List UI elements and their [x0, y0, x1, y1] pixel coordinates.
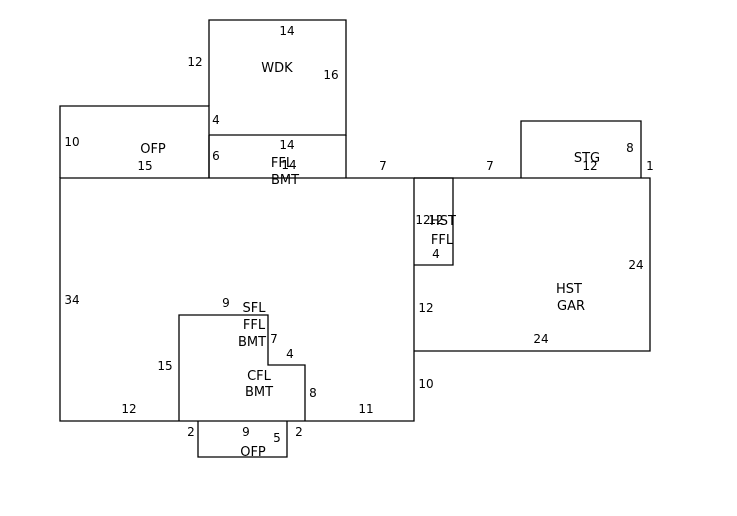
dim-main-right-upper: 12	[418, 301, 433, 315]
dim-wdk-left: 12	[187, 55, 202, 69]
ffl-bmt-top-outline	[208, 135, 347, 178]
dim-ffl-top: 14	[279, 138, 294, 152]
dim-gar-right: 24	[628, 258, 643, 272]
wdk-label: WDK	[261, 61, 293, 76]
dim-bottom-left: 12	[121, 402, 136, 416]
dim-ofp-width: 15	[137, 159, 152, 173]
hst-ffl-outline	[414, 177, 454, 266]
dim-ofp-left: 10	[64, 135, 79, 149]
dim-ofp-b-depth: 5	[273, 431, 281, 445]
dim-hst-ffl-left: 12	[415, 213, 430, 227]
garage-outline	[414, 177, 651, 352]
open-porch-top-outline	[59, 105, 210, 178]
open-porch-bottom-outline	[197, 421, 288, 458]
walls	[59, 19, 651, 458]
ffl-top-label: FFL	[271, 156, 294, 171]
dim-sfl-inner: 7	[270, 332, 278, 346]
dim-stg-right: 8	[626, 141, 634, 155]
dim-ofp-b-right: 2	[295, 425, 303, 439]
dim-stg-width: 12	[582, 159, 597, 173]
hst-gar-gar-label: GAR	[557, 299, 585, 314]
dim-wdk-step: 4	[212, 113, 220, 127]
bmt-cfl-label: BMT	[245, 385, 273, 400]
dim-wdk-top: 14	[279, 24, 294, 38]
wood-deck-outline	[208, 19, 347, 136]
dim-top-span-2: 7	[486, 159, 494, 173]
dim-wdk-right: 16	[323, 68, 338, 82]
sfl-outline	[178, 314, 306, 421]
dim-sfl-left: 15	[157, 359, 172, 373]
hst-ffl-ffl-label: FFL	[431, 233, 454, 248]
dim-ofp-b-width: 9	[242, 425, 250, 439]
hst-ffl-hst-label: HST	[430, 214, 456, 229]
dim-cfl-right: 8	[309, 386, 317, 400]
dim-ffl-left: 6	[212, 149, 220, 163]
dim-top-span-1: 7	[379, 159, 387, 173]
dim-hst-ffl-bottom: 4	[432, 247, 440, 261]
dim-main-right-lower: 10	[418, 377, 433, 391]
dim-gar-step: 1	[646, 159, 654, 173]
ofp-bottom-label: OFP	[240, 445, 266, 460]
dim-sfl-top: 9	[222, 296, 230, 310]
dimension-labels: 14 12 16 4 14 6 14 10 15 7 7 12 12 4 8 1…	[64, 24, 653, 445]
dim-bottom-right: 11	[358, 402, 373, 416]
ffl-mid-label: FFL	[243, 318, 266, 333]
dim-main-left: 34	[64, 293, 79, 307]
dim-ofp-b-left: 2	[187, 425, 195, 439]
area-labels: WDK OFP FFL BMT HST FFL STG HST GAR SFL …	[140, 61, 600, 460]
bmt-top-label: BMT	[271, 173, 299, 188]
sfl-label: SFL	[243, 301, 267, 316]
bmt-mid-label: BMT	[238, 335, 266, 350]
main-floor-outline	[59, 177, 415, 422]
dim-gar-bottom: 24	[533, 332, 548, 346]
dim-ffl-bottom: 14	[281, 158, 296, 172]
dim-sfl-step: 4	[286, 347, 294, 361]
cfl-label: CFL	[247, 369, 272, 384]
dim-hst-ffl-width: 12	[428, 213, 443, 227]
stg-label: STG	[574, 151, 600, 166]
hst-gar-hst-label: HST	[556, 282, 582, 297]
ofp-top-label: OFP	[140, 142, 166, 157]
storage-outline	[520, 120, 642, 178]
